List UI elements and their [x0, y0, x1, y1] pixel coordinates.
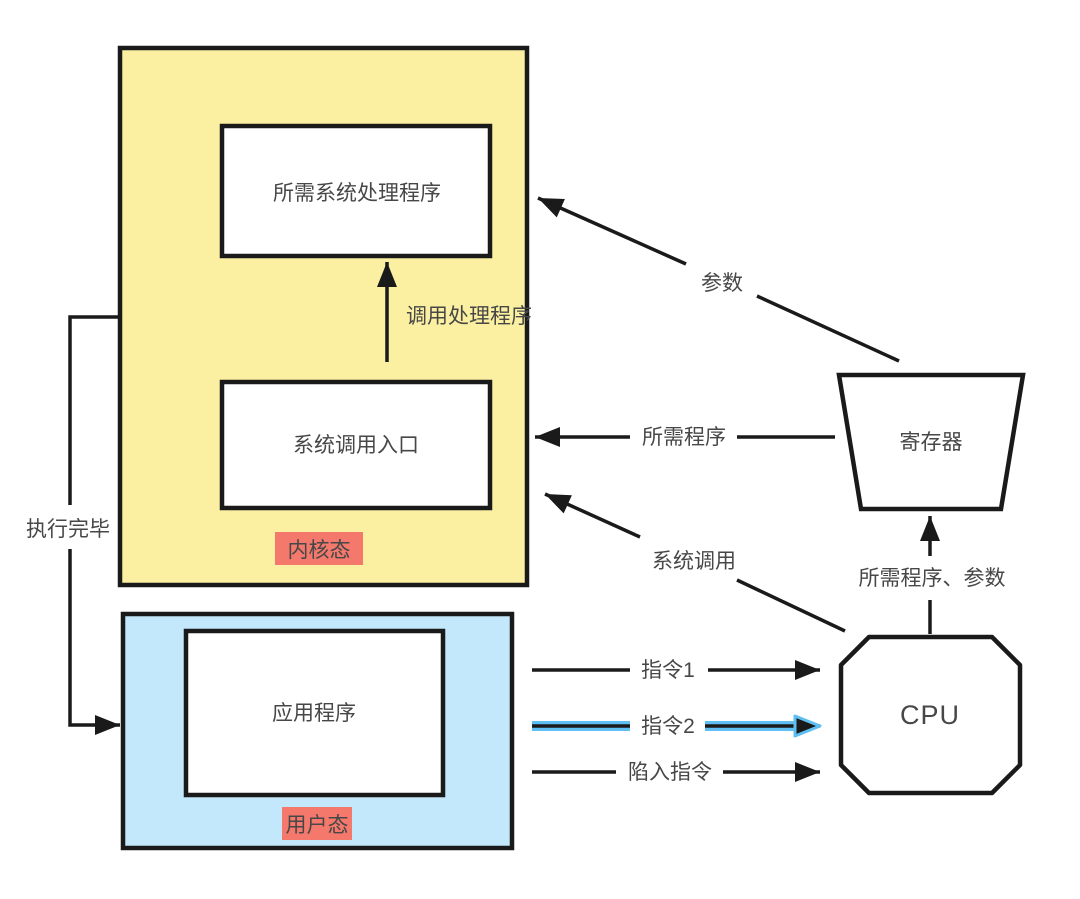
system-handler-box	[219, 123, 493, 259]
required-program-label: 所需程序	[642, 426, 726, 449]
kernel-mode-tag-label: 内核态	[288, 539, 351, 562]
params-arrow: 参数	[537, 196, 900, 363]
cpu-label: CPU	[900, 700, 960, 730]
syscall-arrow: 系统调用	[544, 492, 846, 633]
params-label: 参数	[701, 272, 743, 295]
instruction2-label: 指令2	[641, 715, 695, 738]
system-handler-label: 所需系统处理程序	[273, 182, 441, 205]
trap-instruction-label: 陷入指令	[628, 761, 712, 784]
execution-done-arrow: 执行完毕	[26, 315, 120, 735]
program-params-arrow: 所需程序、参数	[859, 516, 1006, 634]
instruction1-label: 指令1	[641, 659, 695, 682]
instruction2-arrow: 指令2	[532, 714, 822, 738]
instruction1-arrow: 指令1	[532, 659, 820, 682]
cpu-octagon	[838, 634, 1023, 796]
application-label: 应用程序	[272, 702, 356, 725]
required-program-arrow: 所需程序	[535, 426, 835, 449]
syscall-entry-box	[219, 379, 493, 511]
register-trapezoid	[836, 372, 1026, 512]
call-handler-label: 调用处理程序	[406, 305, 532, 328]
user-mode-tag-label: 用户态	[286, 814, 349, 837]
syscall-label: 系统调用	[652, 550, 736, 573]
call-handler-arrow: 调用处理程序	[377, 262, 532, 362]
trap-instruction-arrow: 陷入指令	[532, 761, 820, 784]
program-params-label: 所需程序、参数	[859, 567, 1006, 590]
kernel-mode-tag-bg	[275, 532, 363, 565]
user-mode-tag-bg	[282, 807, 352, 840]
syscall-entry-label: 系统调用入口	[293, 434, 419, 457]
execution-done-label: 执行完毕	[26, 518, 110, 541]
application-box	[183, 628, 446, 798]
register-label: 寄存器	[900, 431, 963, 454]
